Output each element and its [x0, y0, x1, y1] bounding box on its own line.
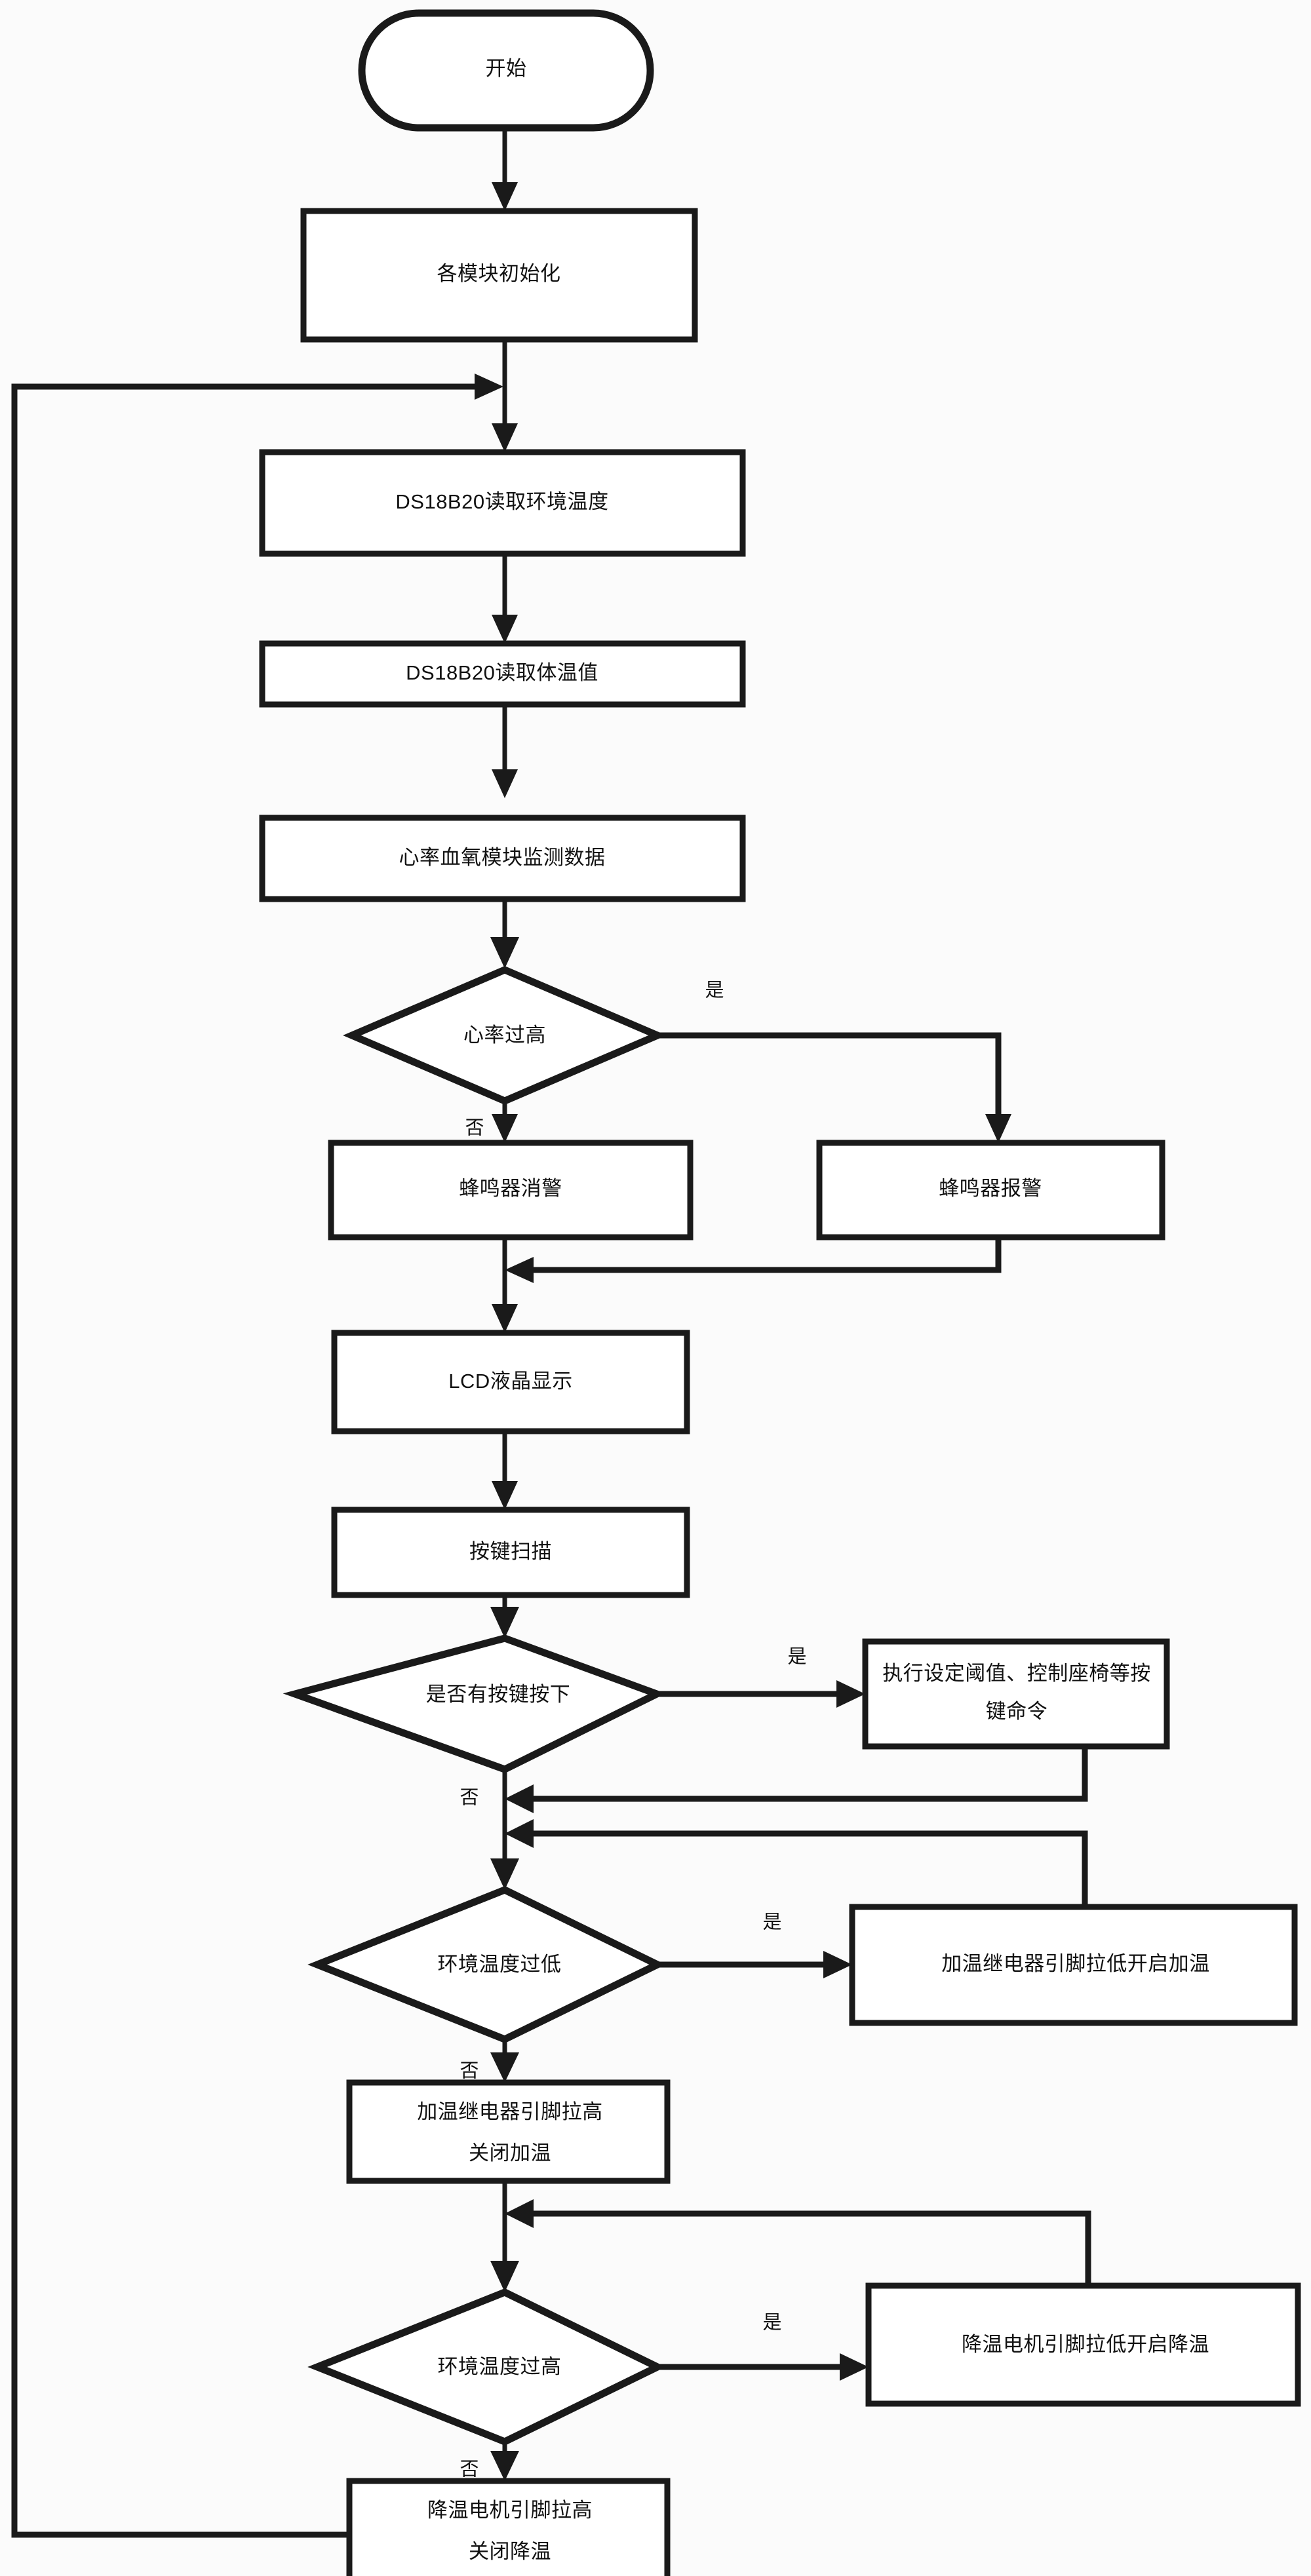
edge-hr-high-no-to-buzzer-off: [492, 1101, 518, 1143]
edge-hr-high-yes-to-buzzer-on: [657, 1032, 1011, 1143]
edge-temp-low-yes-to-heat-on: [657, 1951, 852, 1978]
node-temp-high-label: 环境温度过高: [438, 2355, 562, 2378]
edge-key-pressed-yes-to-key-cmd: [657, 1680, 865, 1708]
node-key-scan-label: 按键扫描: [469, 1540, 552, 1563]
edge-spo2-to-hr-high: [490, 899, 519, 969]
node-heat-on-label: 加温继电器引脚拉低开启加温: [941, 1952, 1210, 1975]
edge-heat-off-to-temp-high: [490, 2181, 519, 2292]
edge-lcd-to-key-scan: [492, 1431, 518, 1510]
node-start[interactable]: 开始: [358, 9, 654, 132]
node-cool-off-label-line2: 关闭降温: [469, 2540, 551, 2563]
edge-label-key-pressed-yes: 是: [787, 1647, 806, 1668]
node-temp-low[interactable]: 环境温度过低: [307, 1885, 666, 2044]
node-key-cmd-label-line2: 键命令: [986, 1700, 1048, 1723]
node-read-env[interactable]: DS18B20读取环境温度: [259, 449, 746, 557]
edge-label-hr-high-yes: 是: [705, 980, 724, 1001]
node-heat-off-label-line1: 加温继电器引脚拉高: [417, 2100, 603, 2123]
edge-label-key-pressed-no: 否: [460, 1788, 479, 1809]
edge-read-env-to-read-body: [492, 554, 518, 644]
edge-buzzer-on-merge-to-lcd: [505, 1237, 1002, 1283]
node-cool-off-label-line1: 降温电机引脚拉高: [427, 2499, 593, 2522]
node-read-body-label: DS18B20读取体温值: [406, 661, 598, 684]
node-key-cmd-label-line1: 执行设定阈值、控制座椅等按: [882, 1662, 1151, 1685]
node-buzzer-on[interactable]: 蜂鸣器报警: [816, 1140, 1165, 1240]
node-buzzer-off-label: 蜂鸣器消警: [459, 1177, 562, 1200]
node-key-cmd[interactable]: 执行设定阈值、控制座椅等按 键命令: [862, 1638, 1170, 1750]
node-spo2[interactable]: 心率血氧模块监测数据: [259, 815, 746, 902]
node-lcd[interactable]: LCD液晶显示: [331, 1330, 690, 1434]
edge-label-hr-high-no: 否: [465, 1118, 484, 1139]
node-buzzer-off[interactable]: 蜂鸣器消警: [328, 1140, 694, 1240]
edge-label-temp-high-yes: 是: [762, 2313, 781, 2334]
edge-heat-on-merge: [505, 1819, 1088, 1907]
edge-key-pressed-no-to-temp-low: [490, 1769, 519, 1890]
node-cool-off[interactable]: 降温电机引脚拉高 关闭降温: [346, 2478, 671, 2576]
node-init[interactable]: 各模块初始化: [300, 208, 698, 343]
edge-layer: [11, 128, 1091, 2538]
node-heat-off-label-line2: 关闭加温: [469, 2142, 551, 2164]
edge-cool-off-to-read-env-loop: [11, 374, 503, 2538]
edge-read-body-to-spo2: [492, 704, 518, 798]
edge-key-scan-to-key-pressed: [490, 1595, 519, 1638]
node-hr-high[interactable]: 心率过高: [343, 966, 667, 1105]
edge-start-to-init: [492, 128, 518, 211]
node-buzzer-on-label: 蜂鸣器报警: [939, 1177, 1042, 1200]
node-spo2-label: 心率血氧模块监测数据: [399, 846, 606, 869]
node-init-label: 各模块初始化: [437, 262, 561, 285]
edge-temp-high-yes-to-cool-on: [657, 2353, 869, 2381]
node-read-body[interactable]: DS18B20读取体温值: [259, 640, 746, 708]
node-key-scan[interactable]: 按键扫描: [331, 1507, 690, 1598]
edge-label-temp-high-no: 否: [460, 2459, 479, 2480]
node-cool-on[interactable]: 降温电机引脚拉低开启降温: [865, 2282, 1301, 2407]
edge-temp-high-no-to-cool-off: [490, 2442, 519, 2481]
node-lcd-label: LCD液晶显示: [448, 1370, 573, 1393]
node-key-pressed[interactable]: 是否有按键按下: [283, 1634, 666, 1773]
edge-init-to-read-env: [492, 339, 518, 452]
edge-key-cmd-merge: [505, 1746, 1088, 1813]
node-cool-on-label: 降温电机引脚拉低开启降温: [962, 2333, 1209, 2356]
node-heat-off[interactable]: 加温继电器引脚拉高 关闭加温: [346, 2079, 671, 2184]
edge-label-temp-low-yes: 是: [762, 1912, 781, 1933]
node-heat-on[interactable]: 加温继电器引脚拉低开启加温: [849, 1904, 1298, 2026]
edge-cool-on-merge: [505, 2199, 1091, 2286]
node-temp-low-label: 环境温度过低: [438, 1953, 562, 1976]
edge-label-temp-low-no: 否: [460, 2061, 479, 2082]
node-read-env-label: DS18B20读取环境温度: [395, 490, 608, 513]
node-hr-high-label: 心率过高: [463, 1024, 546, 1047]
edge-temp-low-no-to-heat-off: [490, 2039, 519, 2083]
edge-buzzer-off-to-lcd: [492, 1237, 518, 1333]
node-start-label: 开始: [486, 57, 527, 80]
node-temp-high[interactable]: 环境温度过高: [307, 2288, 666, 2446]
node-key-pressed-label: 是否有按键按下: [426, 1683, 571, 1706]
